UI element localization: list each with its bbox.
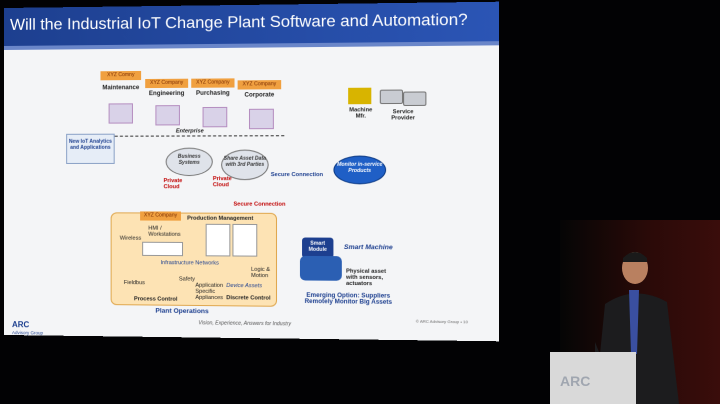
server-rack xyxy=(232,223,258,257)
van-icon xyxy=(403,91,427,107)
business-systems-cloud: Business Systems xyxy=(165,147,213,177)
private-cloud-label: Private Cloud xyxy=(163,178,183,191)
physical-asset-label: Physical asset with sensors, actuators xyxy=(346,268,387,288)
podium-arc-logo: ARC xyxy=(560,373,591,389)
slide-title-bar: Will the Industrial IoT Change Plant Sof… xyxy=(4,1,500,46)
company-box-engineering: XYZ Company xyxy=(145,78,189,89)
projected-slide: Will the Industrial IoT Change Plant Sof… xyxy=(4,1,500,342)
motor-pump-image xyxy=(299,255,342,281)
podium xyxy=(550,352,636,404)
copyright: © ARC Advisory Group • 10 xyxy=(415,318,468,325)
plant-operations-box: XYZ Company Production Management HMI / … xyxy=(110,211,278,307)
discrete-control-label: Discrete Control xyxy=(226,295,271,302)
enterprise-label: Enterprise xyxy=(175,128,204,135)
arc-logo-subtitle: Advisory Group xyxy=(11,330,44,336)
service-provider-label: Service Provider xyxy=(391,109,415,122)
workstation-icon xyxy=(248,108,274,130)
safety-label: Safety xyxy=(178,276,195,283)
company-box-plant: XYZ Company xyxy=(140,211,181,221)
workstation-icon xyxy=(108,103,133,124)
iot-analytics-callout: New IoT Analytics and Applications xyxy=(66,133,115,164)
production-management-label: Production Management xyxy=(187,215,254,222)
arc-logo: ARC xyxy=(11,320,30,330)
infrastructure-label: Infrastructure Networks xyxy=(160,260,219,267)
workstation-icon xyxy=(202,106,228,128)
company-box-purchasing: XYZ Company xyxy=(191,78,235,88)
slide-title: Will the Industrial IoT Change Plant Sof… xyxy=(9,11,468,34)
machine-mfr-label: Machine Mfr. xyxy=(349,107,373,120)
server-rack xyxy=(205,223,231,257)
dept-maintenance: Maintenance xyxy=(102,85,140,92)
wireless-label: Wireless xyxy=(119,235,142,242)
app-specific-label: Application Specific Appliances xyxy=(195,282,224,302)
company-box-maintenance: XYZ Comny xyxy=(100,70,142,81)
logic-motion-label: Logic & Motion xyxy=(251,266,271,280)
process-control-label: Process Control xyxy=(133,296,178,303)
smart-machine-label: Smart Machine xyxy=(343,243,393,252)
secure-connection-label: Secure Connection xyxy=(233,201,286,208)
dept-purchasing: Purchasing xyxy=(196,90,230,97)
company-box-corporate: XYZ Company xyxy=(237,80,282,90)
device-assets-label: Device Assets xyxy=(226,282,263,290)
emerging-option-label: Emerging Option: Suppliers Remotely Moni… xyxy=(304,292,392,306)
hmi-label: HMI / Workstations xyxy=(148,225,181,238)
enterprise-network-line xyxy=(109,135,285,138)
monitor-products-cloud: Monitor in-service Products xyxy=(333,155,387,185)
factory-icon xyxy=(348,87,372,105)
fieldbus-label: Fieldbus xyxy=(123,280,145,287)
dept-engineering: Engineering xyxy=(148,90,185,98)
dept-corporate: Corporate xyxy=(244,92,275,99)
secure-connection-label: Secure Connection xyxy=(270,172,324,179)
footer-tagline: Vision, Experience, Answers for Industry xyxy=(198,320,292,328)
workstation-icon xyxy=(155,105,180,126)
plant-operations-label: Plant Operations xyxy=(155,307,209,316)
private-cloud-label: Private Cloud xyxy=(212,176,232,189)
van-icon xyxy=(379,89,404,105)
hmi-workstation xyxy=(142,241,184,257)
